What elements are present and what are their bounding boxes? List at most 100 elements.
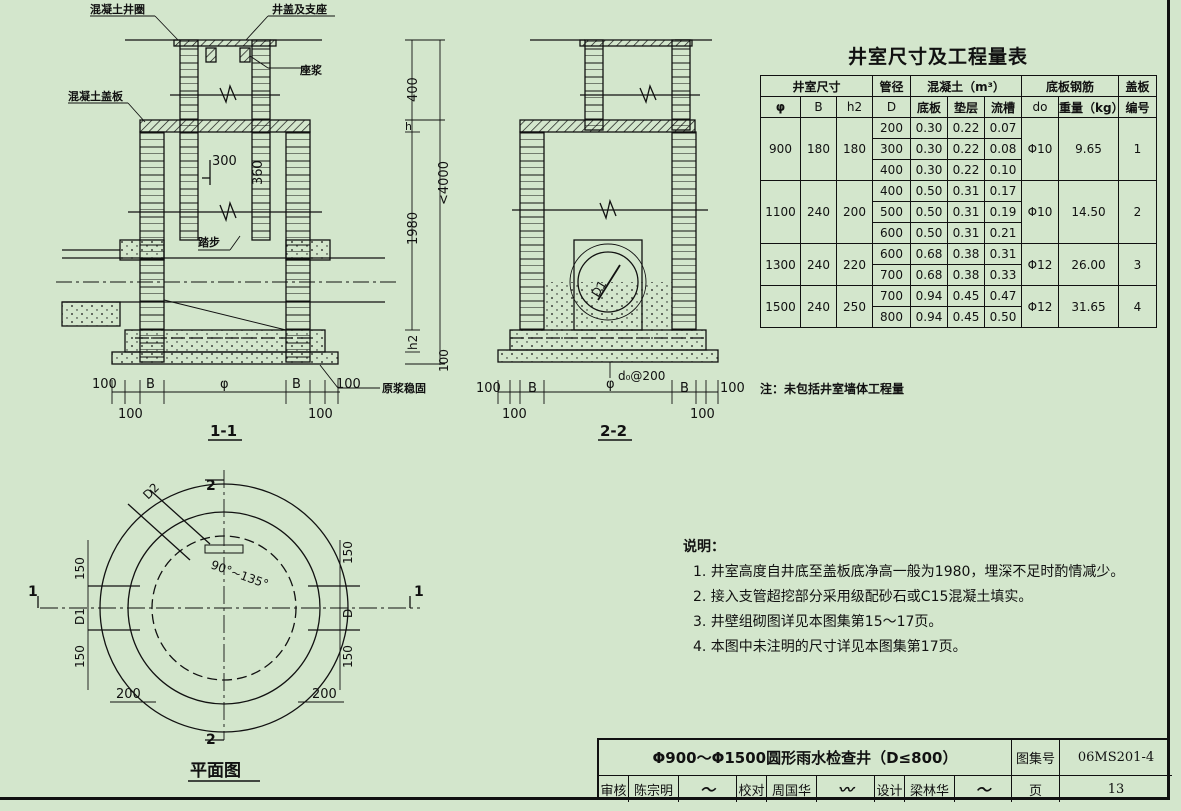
gh-concrete: 混凝土（m³） (910, 75, 1022, 97)
notes-item-4: 4. 本图中未注明的尺寸详见本图集第17页。 (693, 639, 967, 655)
title-block: Φ900～Φ1500圆形雨水检查井（D≤800） 图集号 06MS201-4 审… (597, 738, 1172, 802)
dim-150-b: 150 (73, 645, 87, 668)
cover-slab (139, 119, 311, 133)
table-title: 井室尺寸及工程量表 (848, 46, 1029, 68)
dim-200-b: 200 (312, 687, 337, 702)
sec-mark-1-left: 1 (28, 584, 38, 600)
sec-mark-1-right: 1 (414, 584, 424, 600)
gh-rebar: 底板钢筋 (1021, 75, 1119, 97)
design-label: 设计 (875, 776, 905, 802)
table-row: 1100 240 200 400 0.50 0.31 0.17 Φ10 14.5… (760, 180, 1157, 244)
table-row: 500 0.50 0.31 0.19 (761, 201, 1157, 223)
dim-b-22b: B (680, 381, 689, 396)
table-row: 900 180 180 200 0.30 0.22 0.07 Φ10 9.65 … (760, 117, 1157, 181)
dim-angle: 90°~135° (209, 558, 270, 592)
table-note: 注：未包括井室墙体工程量 (760, 382, 905, 396)
dim-1980: 1980 (406, 212, 421, 245)
notes-title: 说明： (683, 539, 725, 555)
checker-name: 周国华 (767, 776, 817, 802)
dim-100-22c: 100 (502, 407, 527, 422)
dim-d0: d₀@200 (618, 369, 665, 383)
view-title-2-2: 2-2 (600, 422, 627, 440)
notes: 说明： 1. 井室高度自井底至盖板底净高一般为1980，埋深不足时酌情减少。 2… (683, 535, 1124, 660)
dim-150-c: 150 (341, 541, 355, 564)
label-step: 踏步 (198, 235, 220, 249)
dim-4000: <4000 (437, 161, 452, 205)
dim-100-d: 100 (308, 407, 333, 422)
dim-300: 300 (212, 154, 237, 169)
drawing-title: Φ900～Φ1500圆形雨水检查井（D≤800） (599, 740, 1012, 776)
sec-mark-2-top: 2 (206, 478, 216, 494)
atlas-label: 图集号 (1012, 740, 1060, 776)
sh-h2: h2 (836, 96, 873, 118)
gh-pipe: 管径 (872, 75, 911, 97)
dim-100-c: 100 (118, 407, 143, 422)
dim-150-d: 150 (341, 645, 355, 668)
sh-phi: φ (760, 96, 801, 118)
label-mortar: 座浆 (299, 63, 323, 77)
sh-cushion: 垫层 (947, 96, 985, 118)
sh-no: 编号 (1118, 96, 1157, 118)
sec-mark-2-bottom: 2 (206, 732, 216, 748)
dim-b-22a: B (528, 381, 537, 396)
label-ring: 混凝土井圈 (90, 2, 145, 16)
dim-h: h (405, 120, 412, 133)
checker-signature: 〰 (817, 776, 875, 802)
view-title-plan: 平面图 (190, 761, 241, 781)
dim-100-22a: 100 (476, 381, 501, 396)
section-2-2 (497, 39, 719, 404)
review-label: 审核 (599, 776, 629, 802)
sh-d: D (872, 96, 911, 118)
sh-channel: 流槽 (984, 96, 1022, 118)
dim-b-right: B (292, 377, 301, 392)
gh-chamber: 井室尺寸 (760, 75, 873, 97)
designer-name: 梁林华 (905, 776, 955, 802)
table-row: 800 0.94 0.45 0.50 (761, 306, 1157, 328)
dim-d-plan: D (341, 609, 355, 618)
plan-view-labels: 2 2 1 1 D2 D1 D 150 150 150 150 200 200 … (28, 478, 424, 782)
designer-signature: 〜 (955, 776, 1012, 802)
dim-100-a: 100 (92, 377, 117, 392)
quantities-table: 井室尺寸 管径 混凝土（m³） 底板钢筋 盖板 φ B h2 D 底板 垫层 流… (760, 75, 1157, 328)
cover-seat (173, 39, 277, 47)
table-row: 300 0.30 0.22 0.08 (761, 138, 1157, 160)
gh-cover: 盖板 (1118, 75, 1157, 97)
sh-weight: 重量（kg） (1058, 96, 1124, 118)
notes-item-2: 2. 接入支管超挖部分采用级配砂石或C15混凝土填实。 (693, 589, 1033, 605)
notes-item-3: 3. 井壁组砌图详见本图集第15～17页。 (693, 614, 943, 630)
dim-360: 360 (251, 160, 266, 185)
section-1-1 (56, 15, 445, 404)
dim-400: 400 (406, 77, 421, 102)
table-row: 400 0.30 0.22 0.10 (761, 159, 1157, 181)
dim-b-left: B (146, 377, 155, 392)
dim-h2: h2 (406, 335, 420, 350)
dim-phi: φ (220, 377, 229, 392)
plan-view (37, 470, 420, 741)
dim-100-22b: 100 (720, 381, 745, 396)
section-2-2-labels: D1 φ d₀@200 100 B B 100 100 100 2-2 (476, 278, 745, 441)
dim-100-v: 100 (437, 349, 451, 372)
sheet-frame (0, 0, 1170, 800)
reviewer-name: 陈宗明 (629, 776, 679, 802)
dim-100-b: 100 (336, 377, 361, 392)
sh-do: do (1021, 96, 1059, 118)
view-title-1-1: 1-1 (210, 422, 237, 440)
check-label: 校对 (737, 776, 767, 802)
reviewer-signature: 〜 (679, 776, 737, 802)
dim-100-22d: 100 (690, 407, 715, 422)
dim-150-a: 150 (73, 557, 87, 580)
base-slab (124, 329, 326, 353)
notes-item-1: 1. 井室高度自井底至盖板底净高一般为1980，埋深不足时酌情减少。 (693, 564, 1125, 580)
label-cover-seat: 井盖及支座 (272, 2, 327, 16)
atlas-no: 06MS201-4 (1060, 740, 1172, 776)
section-1-1-labels: 混凝土井圈 井盖及支座 座浆 混凝土盖板 踏步 原浆稳固 300 360 400… (68, 2, 452, 441)
dim-phi-22: φ (606, 377, 615, 392)
dim-200-a: 200 (116, 687, 141, 702)
table-row: 1300 240 220 600 0.68 0.38 0.31 Φ12 26.0… (760, 243, 1157, 286)
page-label: 页 (1012, 776, 1060, 802)
dim-d2: D2 (140, 480, 162, 502)
page-no: 13 (1107, 781, 1125, 797)
sh-base: 底板 (910, 96, 948, 118)
